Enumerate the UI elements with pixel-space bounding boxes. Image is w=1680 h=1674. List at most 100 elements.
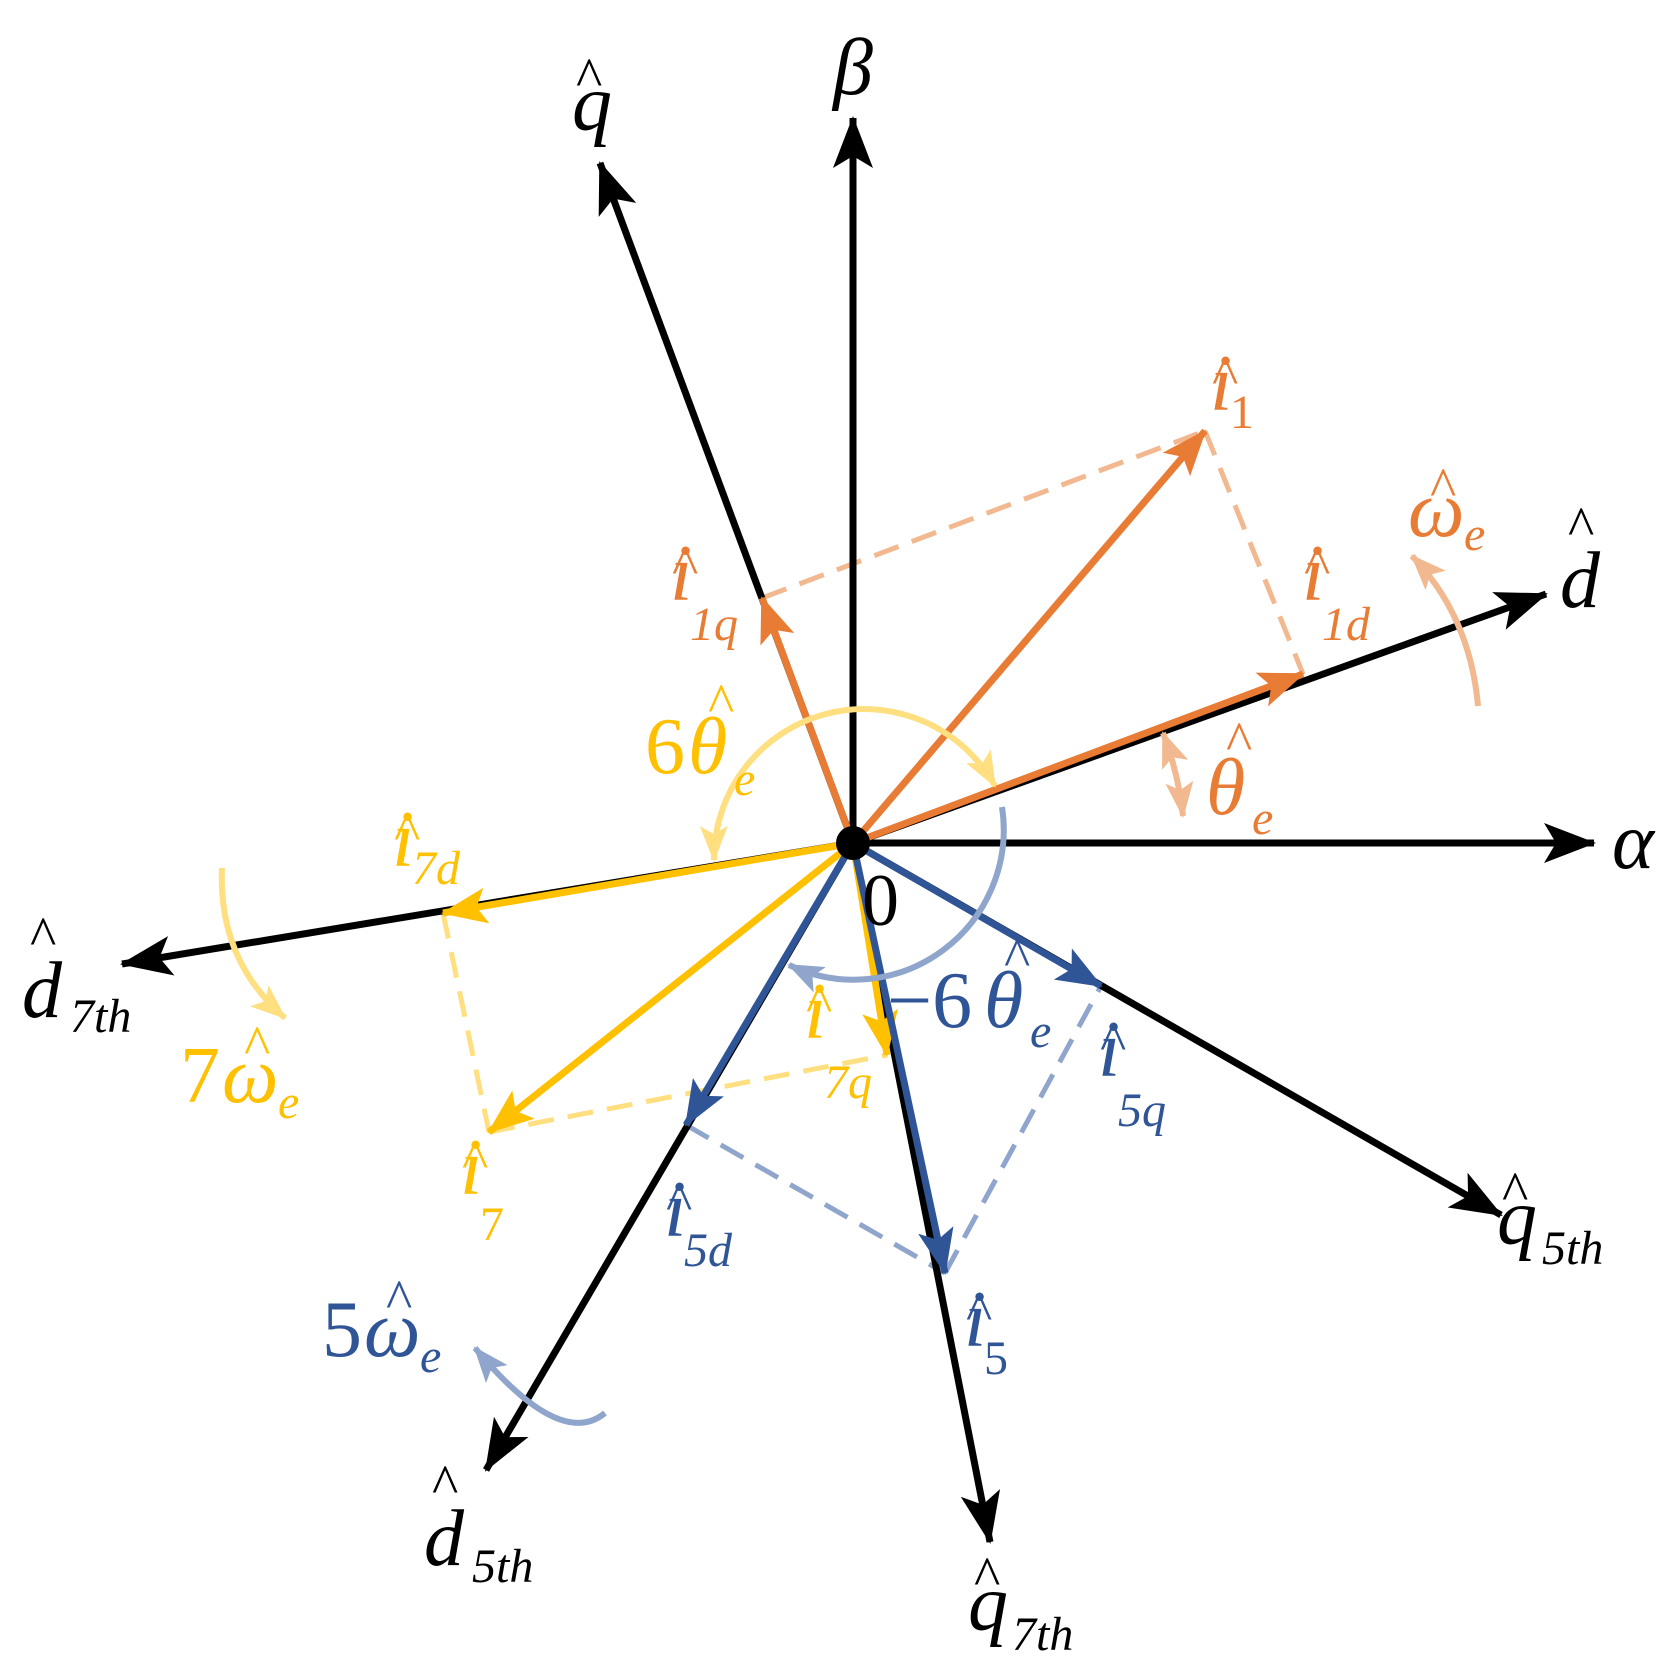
svg-text:5th: 5th: [472, 1540, 533, 1593]
svg-text:ω: ω: [1408, 466, 1464, 554]
svg-text:e: e: [420, 1330, 441, 1383]
svg-text:5q: 5q: [1118, 1084, 1166, 1137]
theta-e-label: ^ θ e: [1206, 711, 1273, 845]
six-theta-e-label: 6 ^ θ e: [645, 673, 755, 806]
i5-label: ^ i 5: [964, 1276, 1008, 1385]
d5th-hat-label: ^ d 5th: [424, 1454, 533, 1593]
svg-text:i: i: [392, 796, 414, 884]
svg-text:^: ^: [666, 1171, 692, 1233]
omega-e-rotation-arrow: [1409, 553, 1481, 707]
svg-text:1d: 1d: [1322, 598, 1371, 651]
svg-text:^: ^: [1004, 927, 1030, 989]
svg-text:q: q: [968, 1560, 1008, 1648]
svg-text:^: ^: [1502, 1161, 1528, 1223]
svg-text:7th: 7th: [70, 990, 131, 1043]
svg-text:q: q: [1497, 1174, 1537, 1262]
svg-text:6: 6: [645, 703, 685, 791]
d-hat-label: ^ d: [1560, 496, 1601, 625]
i1-projection-d: [1202, 430, 1306, 675]
i1d-label: ^ i 1d: [1302, 530, 1371, 651]
svg-text:^: ^: [432, 1454, 458, 1516]
svg-text:^: ^: [1226, 711, 1252, 773]
svg-text:ω: ω: [222, 1032, 278, 1120]
theta-e-arc: [1160, 731, 1194, 818]
i7-label: ^ i 7: [460, 1124, 504, 1251]
svg-text:^: ^: [394, 801, 420, 863]
i5-projection-q: [942, 984, 1104, 1275]
seven-omega-e-label: 7 ^ ω e: [180, 1015, 299, 1129]
d7th-hat-label: ^ d 7th: [22, 906, 131, 1043]
svg-text:e: e: [1464, 508, 1485, 561]
i5q-label: ^ i 5q: [1098, 1006, 1166, 1137]
svg-text:i: i: [1302, 530, 1324, 618]
svg-text:^: ^: [1100, 1011, 1126, 1073]
svg-text:^: ^: [386, 1269, 412, 1331]
svg-text:^: ^: [1568, 496, 1594, 558]
svg-text:^: ^: [1304, 535, 1330, 597]
svg-text:^: ^: [462, 1129, 488, 1191]
svg-text:i: i: [964, 1276, 986, 1364]
svg-text:5th: 5th: [1542, 1222, 1603, 1275]
svg-text:^: ^: [1212, 345, 1238, 407]
five-omega-e-rotation-arrow: [472, 1346, 607, 1426]
svg-text:i: i: [670, 530, 692, 618]
svg-text:d: d: [22, 947, 63, 1035]
svg-text:q: q: [572, 60, 612, 148]
svg-text:1: 1: [1230, 386, 1254, 439]
svg-text:i: i: [664, 1166, 686, 1254]
i7-vector: [486, 840, 856, 1135]
svg-text:−6: −6: [887, 957, 972, 1045]
svg-text:^: ^: [708, 673, 734, 735]
origin-point: [836, 826, 870, 860]
i7q-label: ^ i 7q: [804, 968, 872, 1109]
svg-text:5d: 5d: [684, 1224, 733, 1277]
svg-text:θ: θ: [688, 703, 727, 791]
i1q-label: ^ i 1q: [670, 530, 738, 651]
omega-e-label: ^ ω e: [1408, 457, 1485, 561]
i7d-label: ^ i 7d: [392, 796, 461, 895]
beta-label: β: [831, 24, 873, 112]
svg-text:i: i: [1210, 340, 1232, 428]
svg-text:7q: 7q: [824, 1056, 872, 1109]
origin-label: 0: [862, 860, 899, 942]
svg-text:θ: θ: [1206, 744, 1245, 832]
i1-label: ^ i 1: [1210, 340, 1254, 439]
q-hat-label: ^ q: [572, 47, 612, 148]
i7-projection-d: [440, 912, 492, 1133]
minus-six-theta-e-label: −6 ^ θ e: [887, 927, 1051, 1058]
six-theta-e-arc: [699, 706, 998, 862]
i7d-vector: [441, 839, 854, 924]
seven-omega-e-rotation-arrow: [218, 867, 287, 1021]
svg-text:^: ^: [974, 1546, 1000, 1608]
svg-text:i: i: [1098, 1006, 1120, 1094]
svg-text:5: 5: [322, 1286, 362, 1374]
svg-text:^: ^: [30, 906, 56, 968]
svg-text:i: i: [460, 1124, 482, 1212]
alpha-label: α: [1612, 798, 1656, 886]
i1-projection-q: [761, 428, 1206, 601]
svg-text:e: e: [1030, 1005, 1051, 1058]
svg-text:e: e: [734, 753, 755, 806]
svg-text:^: ^: [966, 1281, 992, 1343]
svg-text:1q: 1q: [690, 598, 738, 651]
svg-text:^: ^: [244, 1015, 270, 1077]
svg-text:e: e: [278, 1076, 299, 1129]
i5-projection-d: [684, 1122, 947, 1276]
svg-text:ω: ω: [364, 1286, 420, 1374]
svg-text:7: 7: [480, 1198, 504, 1251]
q7th-hat-label: ^ q 7th: [968, 1546, 1073, 1661]
svg-text:θ: θ: [984, 957, 1023, 1045]
svg-text:e: e: [1252, 792, 1273, 845]
svg-text:^: ^: [576, 47, 602, 109]
i5d-vector: [682, 841, 857, 1127]
svg-text:7: 7: [180, 1032, 220, 1120]
svg-text:^: ^: [806, 973, 832, 1035]
i5d-label: ^ i 5d: [664, 1166, 733, 1277]
svg-text:7th: 7th: [1012, 1608, 1073, 1661]
q5th-hat-label: ^ q 5th: [1497, 1161, 1603, 1275]
svg-text:i: i: [804, 968, 826, 1056]
svg-text:d: d: [424, 1495, 465, 1583]
svg-text:5: 5: [984, 1332, 1008, 1385]
minus-six-theta-e-arc: [787, 806, 1007, 993]
